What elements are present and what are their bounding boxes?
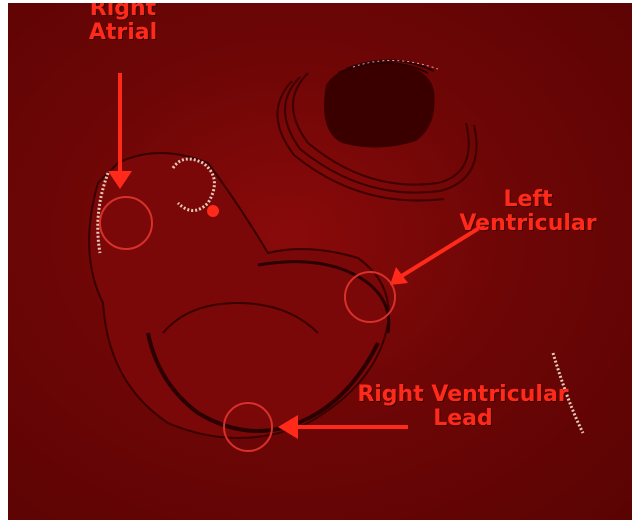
right-ventricular-label: Right Ventricular Lead: [343, 383, 583, 431]
left-ventricular-label-line1: Left: [448, 188, 608, 212]
right-ventricular-label-line1: Right Ventricular: [343, 383, 583, 407]
right-atrial-label-line1: Right: [68, 3, 178, 21]
right-atrial-label-line2: Atrial: [68, 21, 178, 45]
right-ventricular-label-line2: Lead: [343, 407, 583, 431]
pacemaker-device: [324, 60, 438, 147]
pacemaker-illustration: Right Atrial Left Ventricular Right Vent…: [8, 3, 632, 520]
left-ventricular-label: Left Ventricular: [448, 188, 608, 236]
heart-diagram: [8, 3, 632, 520]
right-atrial-arrow: [108, 73, 132, 189]
left-ventricular-label-line2: Ventricular: [448, 212, 608, 236]
right-atrial-label: Right Atrial: [68, 3, 178, 45]
